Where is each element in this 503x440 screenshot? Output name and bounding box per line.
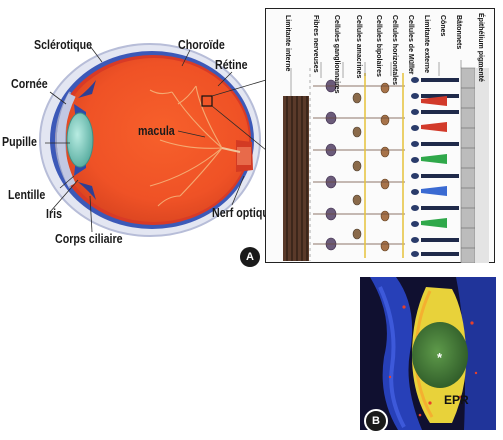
label-iris: Iris bbox=[46, 206, 63, 221]
label-fibres-nerveuses: Fibres nerveuses bbox=[312, 15, 319, 73]
label-corps-ciliaire: Corps ciliaire bbox=[55, 231, 123, 246]
oct-star: * bbox=[437, 350, 443, 365]
label-cellules-amacrines: Cellules amacrines bbox=[355, 15, 362, 79]
label-cellules-horizontales: Cellules horizontales bbox=[391, 15, 398, 86]
label-limitante-interne: Limitante interne bbox=[284, 15, 291, 72]
label-cellules-ganglionnaires: Cellules ganglionnaires bbox=[333, 15, 340, 94]
macula-marker bbox=[201, 95, 213, 107]
label-retine: Rétine bbox=[215, 57, 248, 72]
label-pupille: Pupille bbox=[2, 134, 37, 149]
label-sclerotique: Sclérotique bbox=[34, 37, 93, 52]
label-cornee: Cornée bbox=[11, 76, 48, 91]
label-batonnets: Bâtonnets bbox=[455, 15, 462, 50]
lens bbox=[66, 112, 94, 168]
label-limitante-externe: Limitante externe bbox=[423, 15, 430, 73]
ciliary-body bbox=[78, 182, 96, 200]
label-choroide: Choroïde bbox=[178, 37, 225, 52]
label-nerf-optique: Nerf optique bbox=[212, 205, 275, 220]
retinal-vessels bbox=[149, 85, 223, 207]
drusen-lesion bbox=[412, 322, 468, 388]
panel-b-badge: B bbox=[364, 409, 388, 433]
label-epr: EPR bbox=[444, 393, 469, 407]
label-epithelium-pigmentaire: Épithélium pigmenté bbox=[477, 13, 484, 82]
panel-a-badge: A bbox=[240, 247, 260, 267]
retina-cells-illustration bbox=[283, 60, 489, 263]
label-cellules-bipolaires: Cellules bipolaires bbox=[375, 15, 382, 77]
oct-image-panel bbox=[360, 277, 496, 430]
label-macula: macula bbox=[138, 123, 175, 138]
label-cones: Cônes bbox=[439, 15, 446, 37]
label-lentille: Lentille bbox=[8, 187, 46, 202]
label-cellules-muller: Cellules de Müller bbox=[407, 15, 414, 75]
